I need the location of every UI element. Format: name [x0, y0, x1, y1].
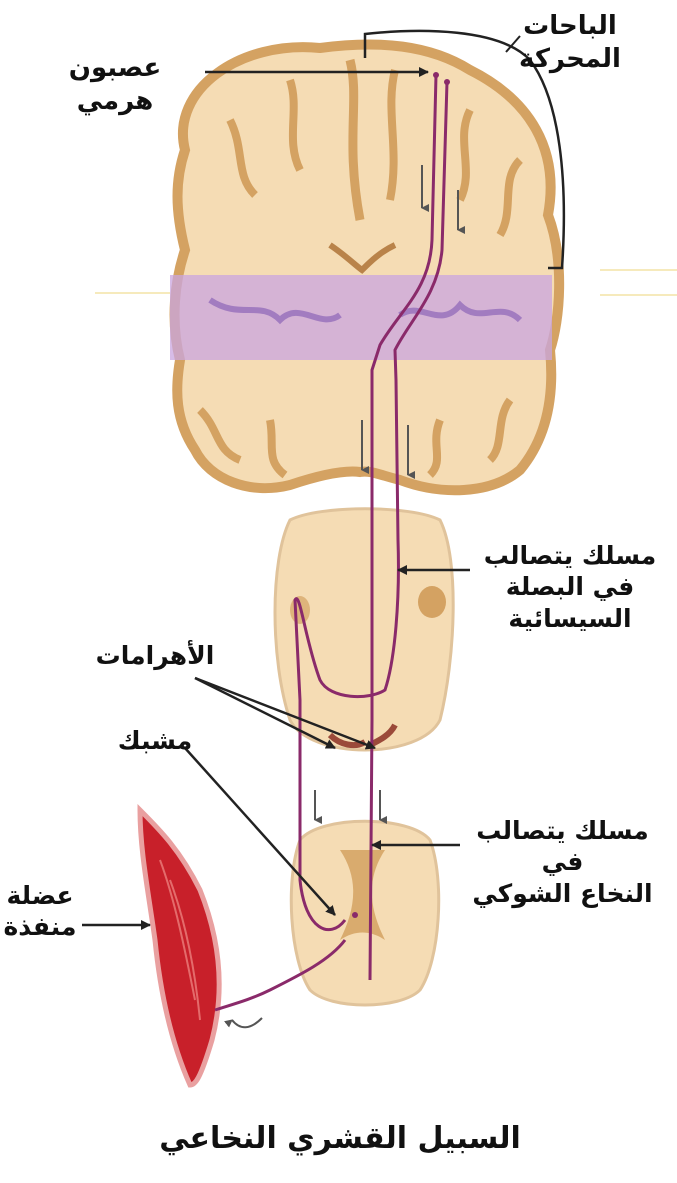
spinal-cord-section [291, 821, 438, 1005]
label-synapse: مشبك [100, 725, 210, 756]
label-pyramids: الأهرامات [70, 640, 240, 671]
medulla-section [275, 509, 453, 750]
diagram-title: السبيل القشري النخاعي [140, 1120, 540, 1158]
label-spinal-tract: مسلك يتصالب في النخاع الشوكي [455, 815, 670, 909]
highlight-band [170, 275, 552, 360]
label-medulla-tract: مسلك يتصالب في البصلة السيسائية [470, 540, 670, 634]
label-motor-areas: الباحات المحركة [470, 10, 670, 75]
effector-muscle [140, 810, 219, 1085]
label-effector-muscle: عضلة منفذة [0, 880, 80, 943]
label-pyramidal-neuron: عصبون هرمي [30, 52, 200, 117]
